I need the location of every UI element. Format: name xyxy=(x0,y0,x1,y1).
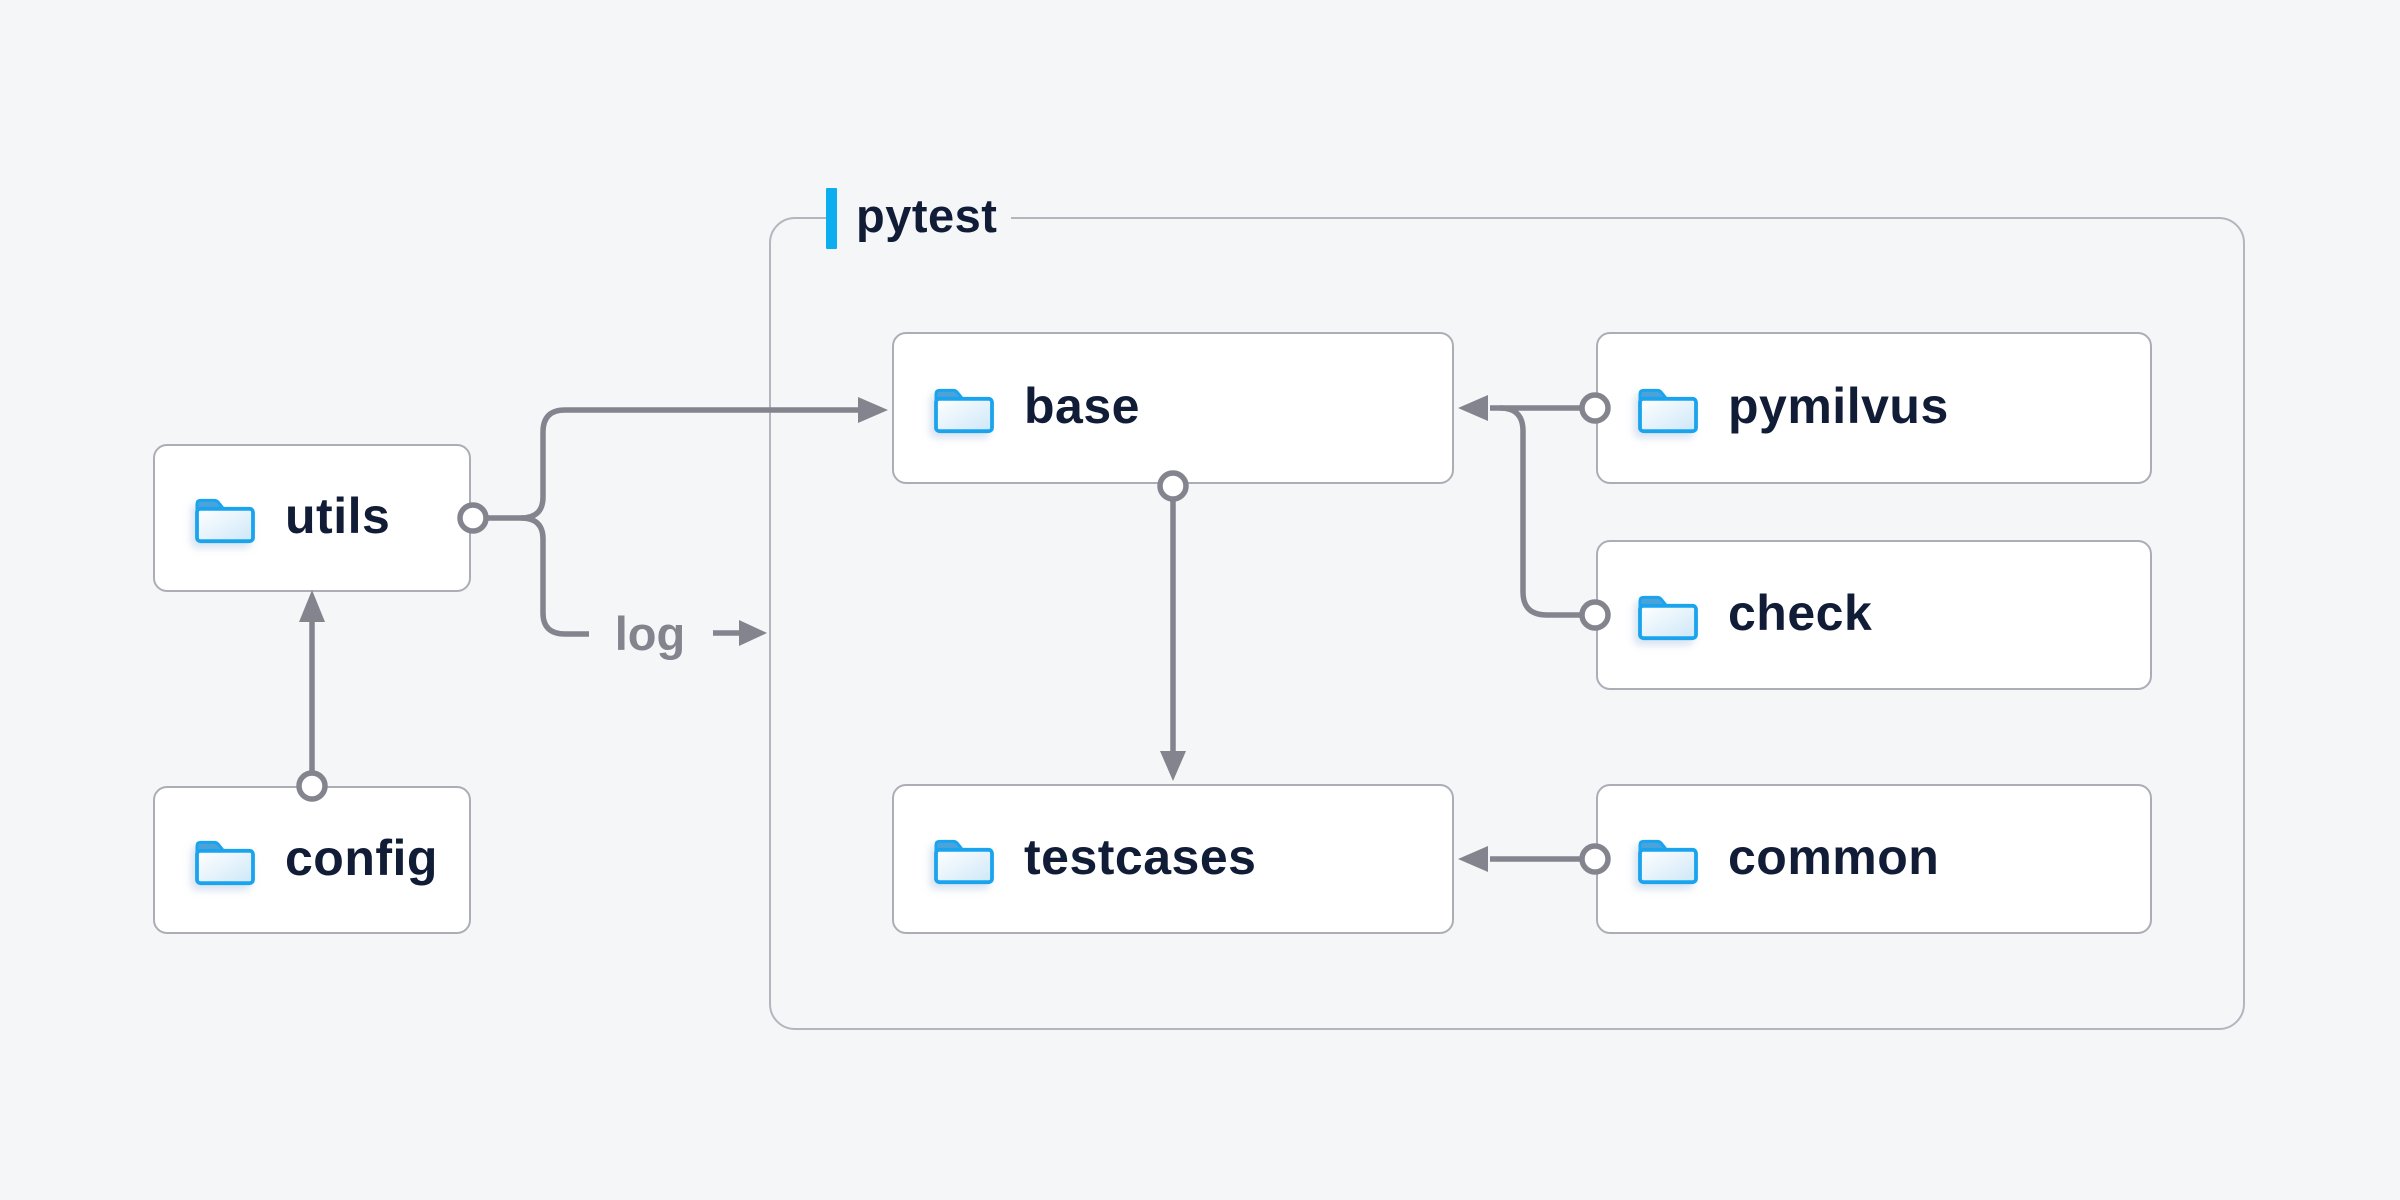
node-check: check xyxy=(1596,540,2152,690)
node-testcases: testcases xyxy=(892,784,1454,934)
node-label: base xyxy=(1024,378,1140,434)
folder-icon xyxy=(1638,388,1698,434)
edge-config-to-utils xyxy=(296,590,328,802)
accent-bar-icon xyxy=(826,187,837,249)
edge-label-log: log xyxy=(614,607,686,660)
group-label-text: pytest xyxy=(856,188,998,242)
folder-icon xyxy=(934,388,994,434)
node-label: testcases xyxy=(1024,829,1257,885)
node-label: config xyxy=(285,830,438,886)
node-label: common xyxy=(1728,829,1940,885)
folder-icon xyxy=(195,840,255,886)
folder-icon xyxy=(1638,839,1698,885)
node-config: config xyxy=(153,786,471,934)
node-base: base xyxy=(892,332,1454,484)
folder-icon xyxy=(934,839,994,885)
pytest-group-container xyxy=(769,217,2245,1030)
node-pymilvus: pymilvus xyxy=(1596,332,2152,484)
node-utils: utils xyxy=(153,444,471,592)
folder-icon xyxy=(195,498,255,544)
node-label: utils xyxy=(285,488,391,544)
node-common: common xyxy=(1596,784,2152,934)
node-label: pymilvus xyxy=(1728,378,1949,434)
arrowhead-right xyxy=(739,620,767,646)
pytest-group-label: pytest xyxy=(826,186,1012,250)
folder-icon xyxy=(1638,595,1698,641)
node-label: check xyxy=(1728,585,1873,641)
arrowhead-up xyxy=(299,590,325,622)
